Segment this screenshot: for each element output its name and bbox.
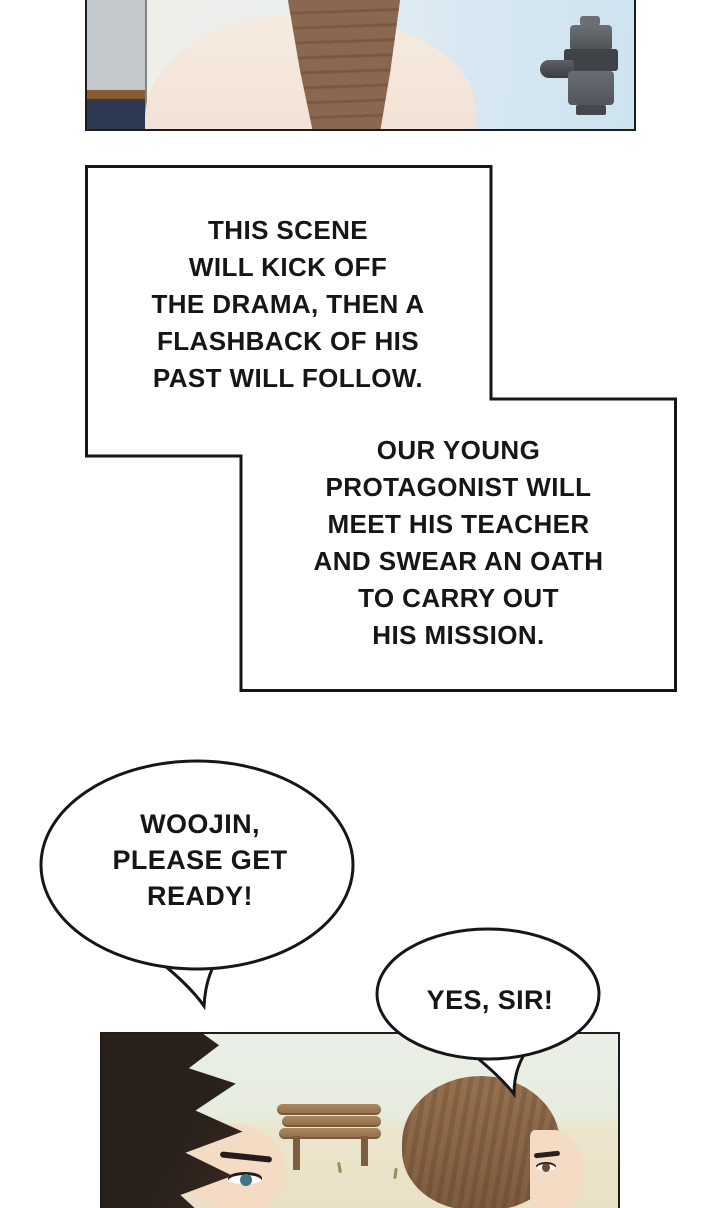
camera-lens xyxy=(540,60,574,78)
left-figure-clothing-band xyxy=(87,99,145,129)
panel-bottom xyxy=(100,1032,620,1208)
left-figure-shoulder xyxy=(87,0,147,129)
speech-text-yes-sir: YES, SIR! xyxy=(374,982,606,1018)
speech-bubble-yes-sir xyxy=(375,927,601,1098)
caption-box-1-text: THIS SCENE WILL KICK OFF THE DRAMA, THEN… xyxy=(85,212,491,397)
camera-base xyxy=(576,105,606,115)
caption-line: THIS SCENE xyxy=(207,215,369,245)
log-rack-post xyxy=(361,1136,368,1166)
caption-line: OUR YOUNG xyxy=(376,435,541,465)
camera-mid-unit xyxy=(564,49,618,71)
speech-line: READY! xyxy=(147,881,253,911)
caption-boxes-outline xyxy=(85,165,677,692)
speech-line: YES, SIR! xyxy=(426,985,554,1015)
camera-top-unit xyxy=(570,25,612,51)
caption-line: PROTAGONIST WILL xyxy=(325,472,592,502)
caption-line: TO CARRY OUT xyxy=(358,583,559,613)
camera-body xyxy=(568,71,614,105)
teacher-iris xyxy=(240,1174,252,1186)
caption-line: WILL KICK OFF xyxy=(188,252,388,282)
caption-line: HIS MISSION. xyxy=(372,620,545,650)
wooden-log-rack xyxy=(277,1104,387,1178)
log xyxy=(277,1104,381,1115)
speech-text-woojin: WOOJIN, PLEASE GET READY! xyxy=(60,806,340,914)
panel-top xyxy=(85,0,636,131)
boy-iris xyxy=(542,1163,550,1172)
speech-line: WOOJIN, xyxy=(140,809,260,839)
caption-line: THE DRAMA, THEN A xyxy=(151,289,425,319)
camera-rig xyxy=(540,16,630,118)
caption-line: MEET HIS TEACHER xyxy=(327,509,590,539)
speech-bubble-woojin xyxy=(39,759,355,1010)
caption-line: FLASHBACK OF HIS xyxy=(156,326,420,356)
caption-line: PAST WILL FOLLOW. xyxy=(152,363,424,393)
speech-bubble-body xyxy=(375,927,601,1061)
speech-bubble-body xyxy=(39,759,355,971)
log xyxy=(279,1128,381,1139)
log-rack-post xyxy=(293,1136,300,1170)
speech-line: PLEASE GET xyxy=(112,845,288,875)
camera-knob xyxy=(580,16,600,26)
log xyxy=(282,1116,381,1127)
caption-box-2-text: OUR YOUNG PROTAGONIST WILL MEET HIS TEAC… xyxy=(251,432,666,654)
caption-line: AND SWEAR AN OATH xyxy=(313,546,604,576)
